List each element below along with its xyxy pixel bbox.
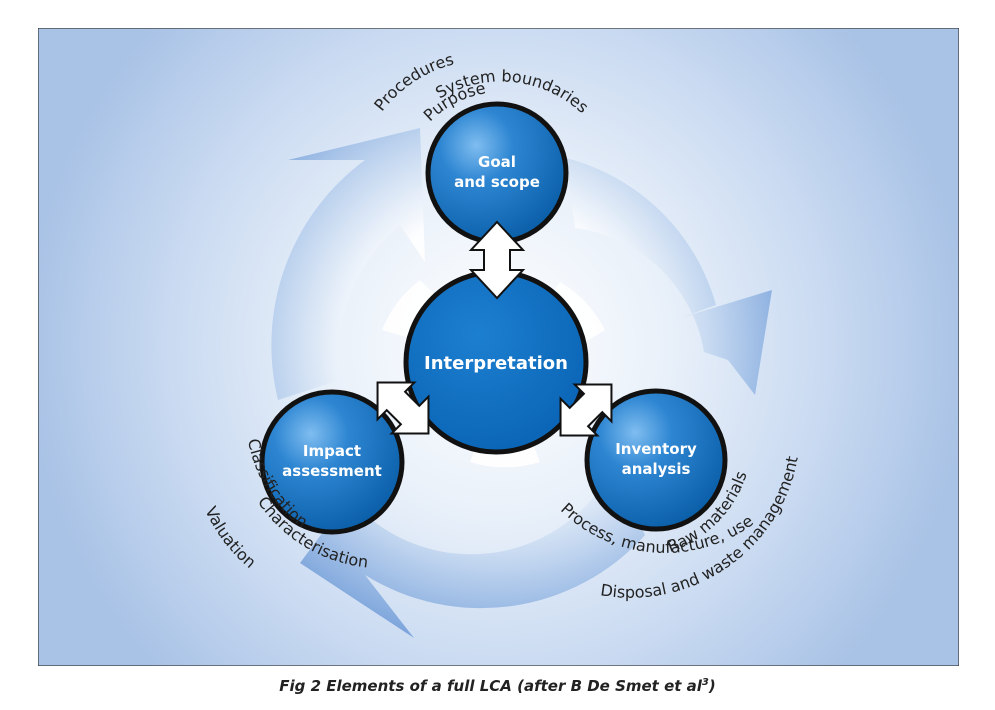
inventory-label-line1: Inventory: [615, 440, 697, 458]
inventory-analysis-circle: Inventory analysis: [584, 388, 728, 532]
double-arrow-impact-interpretation: [376, 381, 430, 435]
interpretation-circle: Interpretation: [403, 269, 589, 455]
impact-label-line2: assessment: [282, 462, 382, 480]
figure-panel: Goal and scope Interpretation Impact ass…: [38, 28, 959, 666]
interpretation-label: Interpretation: [424, 353, 568, 374]
impact-assessment-circle: Impact assessment: [259, 389, 405, 535]
impact-label-line1: Impact: [303, 442, 361, 460]
cycle-arrow-left: [271, 128, 425, 400]
inventory-label-line2: analysis: [622, 460, 691, 478]
caption-text: Fig 2 Elements of a full LCA (after B De…: [279, 677, 702, 695]
double-arrow-inventory-interpretation: [559, 383, 613, 437]
goal-label-line2: and scope: [454, 173, 540, 191]
double-arrow-goal-interpretation: [468, 220, 526, 300]
cycle-arrow-top-right: [566, 158, 772, 395]
caption-reference: 3: [701, 677, 709, 688]
lca-diagram: Goal and scope Interpretation Impact ass…: [38, 28, 959, 666]
goal-label-line1: Goal: [478, 153, 516, 171]
caption-suffix: ): [708, 677, 716, 695]
figure-caption: Fig 2 Elements of a full LCA (after B De…: [0, 677, 995, 695]
